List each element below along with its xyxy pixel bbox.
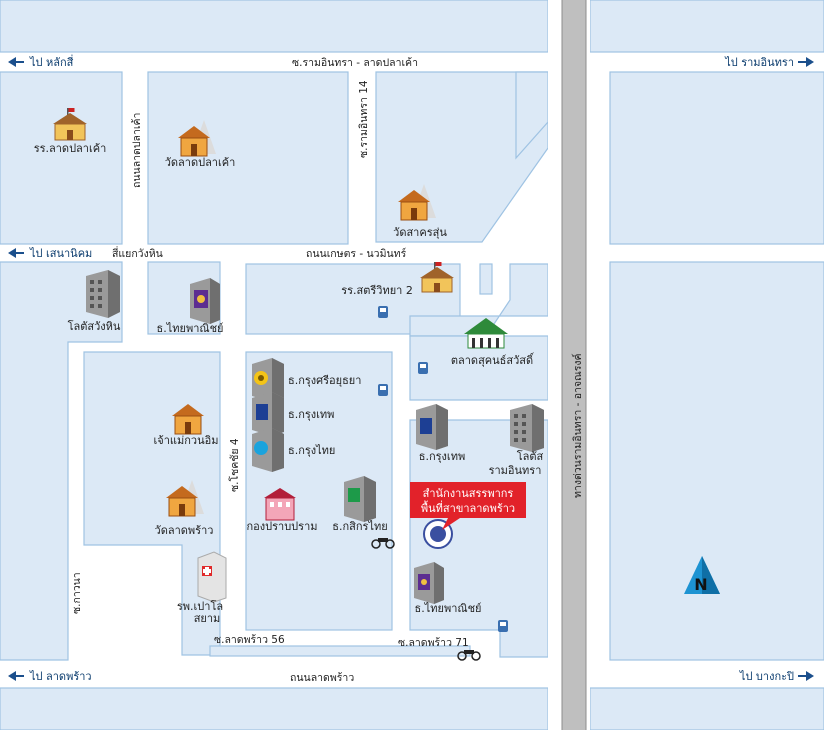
bank-scb-icon — [414, 562, 444, 604]
place-kbank: ธ.กสิกรไทย — [332, 520, 387, 533]
place-scb-1: ธ.ไทยพาณิชย์ — [157, 322, 224, 335]
place-hospital-2: สยาม — [194, 612, 221, 625]
road-label-chok-chai: ซ.โชคชัย 4 — [228, 438, 241, 492]
bank-bbl-icon — [252, 392, 284, 436]
place-wat-lat-phrao: วัดลาดพร้าว — [155, 524, 214, 537]
road-label-kaset: ถนนเกษตร - นวมินทร์ — [306, 247, 407, 260]
road-label-intersection: สี่แยกวังหิน — [112, 246, 163, 260]
bank-krungsri-icon — [252, 358, 284, 402]
police-building-icon — [264, 488, 296, 521]
road-label-lad-phrao: ถนนลาดพร้าว — [290, 672, 354, 684]
direction-arrows — [8, 57, 814, 681]
place-wat-lat-pla-khao: วัดลาดปลาเค้า — [165, 156, 236, 169]
road-label-soi-56: ซ.ลาดพร้าว 56 — [214, 634, 285, 646]
arrow-left-icon — [8, 248, 16, 258]
shrine-icon — [172, 404, 204, 435]
place-lotus-ram-1: โลตัส — [517, 449, 544, 463]
building-icon — [86, 270, 120, 318]
place-lotus-ram-2: รามอินทรา — [489, 464, 542, 477]
place-market: ตลาดสุคนธ์สวัสดิ์ — [451, 352, 535, 367]
hospital-icon — [197, 551, 227, 603]
motorcycle-icon — [371, 538, 395, 549]
callout-line-2: พื้นที่สาขาลาดพร้าว — [421, 500, 515, 515]
place-krungsri: ธ.กรุงศรีอยุธยา — [288, 374, 361, 387]
bus-stop-icon — [378, 384, 388, 396]
place-bbl-2: ธ.กรุงเทพ — [419, 450, 465, 463]
market-icon — [464, 318, 508, 349]
expressway-label: ทางด่วนรามอินทรา - อาจณรงค์ — [571, 353, 584, 498]
road-label-top: ซ.รามอินทรา - ลาดปลาเค้า — [292, 57, 418, 69]
bus-stop-icon — [498, 620, 508, 632]
motorcycle-icon — [457, 650, 481, 661]
temple-icon — [166, 480, 204, 517]
temple-icon — [398, 184, 436, 221]
bank-bbl-icon — [416, 404, 448, 450]
road-label-ram-14: ซ.รามอินทรา 14 — [358, 80, 370, 158]
place-wat-sakhon-sun: วัดสาครสุ่น — [393, 226, 447, 239]
bus-stop-icon — [378, 306, 388, 318]
place-bbl-1: ธ.กรุงเทพ — [288, 408, 334, 421]
north-arrow-icon: N — [684, 556, 720, 594]
temple-icon — [178, 120, 216, 157]
destination-callout: สำนักงานสรรพากร พื้นที่สาขาลาดพร้าว — [410, 482, 526, 530]
place-ktb: ธ.กรุงไทย — [288, 444, 335, 457]
bank-ktb-icon — [252, 428, 284, 472]
expressway: ทางด่วนรามอินทรา - อาจณรงค์ — [548, 0, 590, 730]
arrow-left-icon — [8, 57, 16, 67]
school-icon — [420, 262, 454, 293]
place-scb-2: ธ.ไทยพาณิชย์ — [415, 602, 482, 615]
north-label: N — [694, 575, 707, 594]
place-hospital-1: รพ.เปาโล — [177, 599, 223, 613]
direction-mid-left: ไป เสนานิคม — [29, 247, 92, 260]
place-gong-prab: กองปราบปราม — [246, 520, 317, 533]
callout-line-1: สำนักงานสรรพากร — [423, 487, 514, 500]
school-icon — [53, 108, 87, 141]
place-shrine: เจ้าแม่กวนอิม — [154, 434, 219, 447]
place-lotus-wang-hin: โลตัสวังหิน — [68, 319, 121, 333]
road-label-lat-pla-khao: ถนนลาดปลาเค้า — [131, 113, 143, 188]
road-label-soi-71: ซ.ลาดพร้าว 71 — [398, 637, 469, 649]
place-school-satri: รร.สตรีวิทยา 2 — [341, 284, 413, 297]
arrow-right-icon — [806, 57, 814, 67]
bus-stop-icon — [418, 362, 428, 374]
direction-top-right: ไป รามอินทรา — [724, 56, 794, 69]
place-school-lat-pla-khao: รร.ลาดปลาเค้า — [34, 142, 107, 155]
arrow-right-icon — [806, 671, 814, 681]
road-label-kha-na: ซ.กาวนา — [71, 572, 83, 614]
building-icon — [510, 404, 544, 452]
direction-bottom-left: ไป ลาดพร้าว — [29, 670, 92, 683]
direction-bottom-right: ไป บางกะปิ — [739, 670, 794, 683]
bank-scb-icon — [190, 278, 220, 324]
direction-top-left: ไป หลักสี่ — [29, 54, 74, 69]
bank-kbank-icon — [344, 476, 376, 522]
arrow-left-icon — [8, 671, 16, 681]
